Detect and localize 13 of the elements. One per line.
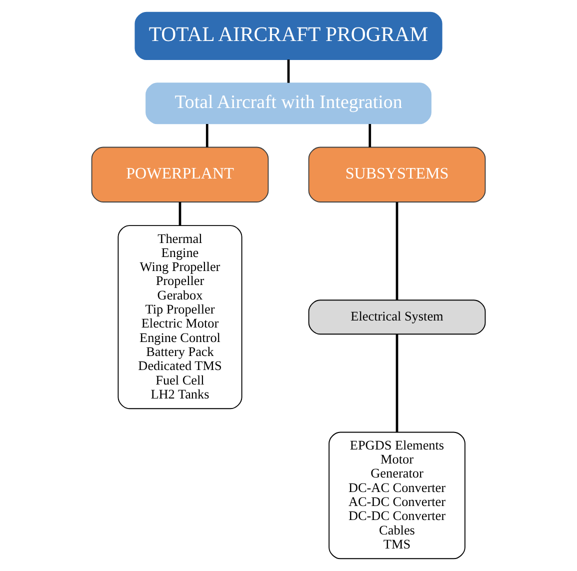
connector	[396, 202, 398, 300]
node-box: EPGDS Elements Motor Generator DC-AC Converter AC-DC Converter DC-DC Converter Cables TMS	[328, 432, 466, 560]
connector	[396, 334, 398, 432]
node-box: Thermal Engine Wing Propeller Propeller Gerabox Tip Propeller Electric Motor Engine Control Battery Pack Dedicated TMS Fuel Cell LH2 Tanks	[118, 225, 242, 410]
node-box: POWERPLANT	[91, 146, 269, 202]
connector	[287, 60, 290, 83]
connector	[368, 124, 372, 148]
connector	[206, 124, 208, 148]
connector	[178, 202, 182, 226]
node-box: Electrical System	[308, 300, 486, 335]
node-box: SUBSYSTEMS	[308, 146, 486, 202]
node-box: TOTAL AIRCRAFT PROGRAM	[134, 12, 442, 60]
node-box: Total Aircraft with Integration	[146, 82, 432, 124]
